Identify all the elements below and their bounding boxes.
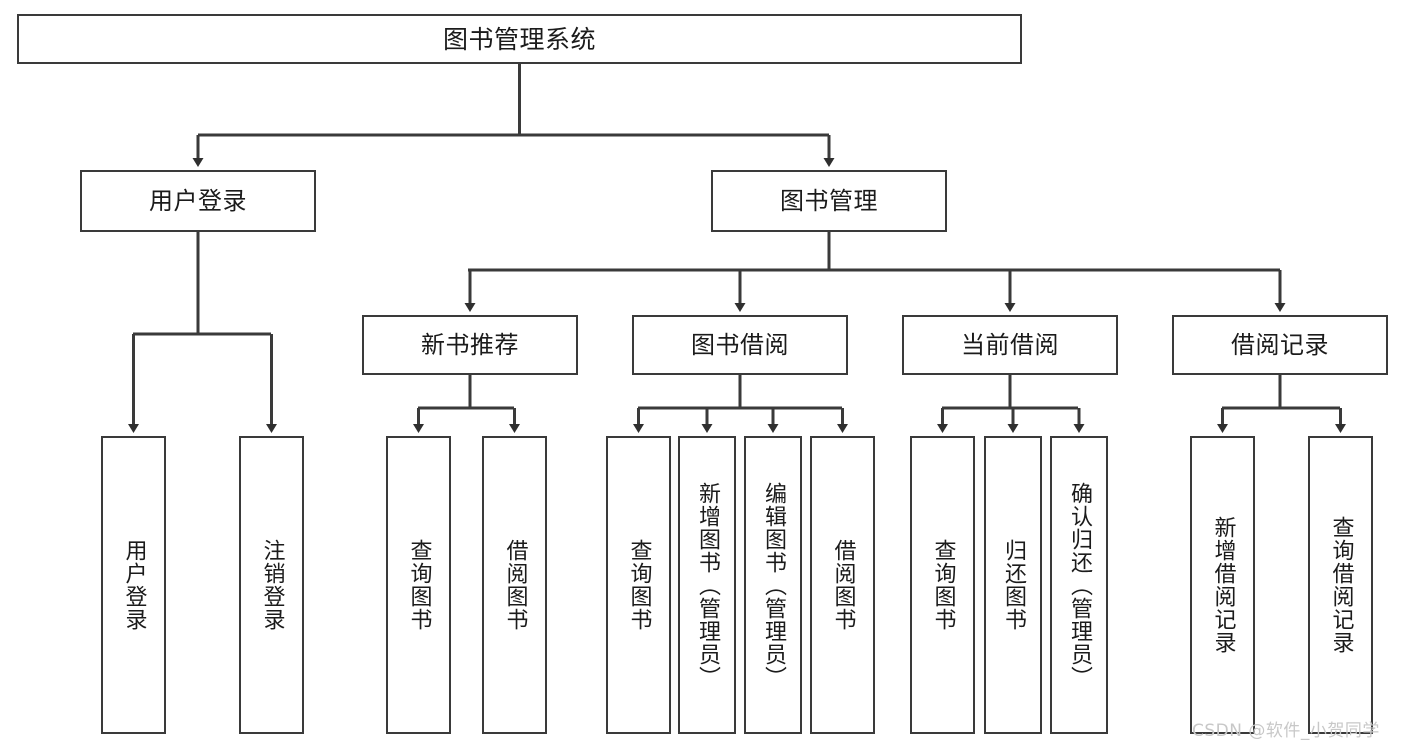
node-l-nb-borrow[interactable]: 借阅图书 xyxy=(482,436,547,734)
node-l-cu-conf[interactable]: 确认归还（管理员） xyxy=(1050,436,1108,734)
node-borrow[interactable]: 图书借阅 xyxy=(632,315,848,375)
node-label: 图书管理系统 xyxy=(442,24,596,54)
node-current[interactable]: 当前借阅 xyxy=(902,315,1118,375)
node-label: 查询图书 xyxy=(930,539,956,631)
node-label: 用户登录 xyxy=(121,539,147,631)
csdn-watermark: CSDN @软件_小贺同学 xyxy=(1192,721,1380,741)
node-root[interactable]: 图书管理系统 xyxy=(17,14,1022,64)
node-label: 注销登录 xyxy=(259,539,285,631)
node-l-logout[interactable]: 注销登录 xyxy=(239,436,304,734)
node-label: 新增借阅记录 xyxy=(1210,516,1236,654)
node-l-bo-add[interactable]: 新增图书（管理员） xyxy=(678,436,736,734)
node-l-nb-query[interactable]: 查询图书 xyxy=(386,436,451,734)
node-l-login[interactable]: 用户登录 xyxy=(101,436,166,734)
node-records[interactable]: 借阅记录 xyxy=(1172,315,1388,375)
node-l-bo-edit[interactable]: 编辑图书（管理员） xyxy=(744,436,802,734)
node-label: 确认归还（管理员） xyxy=(1066,481,1092,689)
node-label: 图书借阅 xyxy=(691,331,789,359)
node-label: 查询借阅记录 xyxy=(1328,516,1354,654)
node-label: 新增图书（管理员） xyxy=(694,481,720,689)
node-label: 新书推荐 xyxy=(421,331,519,359)
node-label: 图书管理 xyxy=(780,187,878,215)
node-label: 借阅记录 xyxy=(1231,331,1329,359)
node-label: 编辑图书（管理员） xyxy=(760,481,786,689)
node-label: 查询图书 xyxy=(406,539,432,631)
node-l-cu-query[interactable]: 查询图书 xyxy=(910,436,975,734)
node-bookmgr[interactable]: 图书管理 xyxy=(711,170,947,232)
node-label: 归还图书 xyxy=(1000,539,1026,631)
node-login[interactable]: 用户登录 xyxy=(80,170,316,232)
node-l-re-add[interactable]: 新增借阅记录 xyxy=(1190,436,1255,734)
node-label: 用户登录 xyxy=(149,187,247,215)
node-l-re-query[interactable]: 查询借阅记录 xyxy=(1308,436,1373,734)
node-label: 当前借阅 xyxy=(961,331,1059,359)
node-l-bo-query[interactable]: 查询图书 xyxy=(606,436,671,734)
node-label: 借阅图书 xyxy=(830,539,856,631)
node-label: 借阅图书 xyxy=(502,539,528,631)
node-label: 查询图书 xyxy=(626,539,652,631)
node-newbook[interactable]: 新书推荐 xyxy=(362,315,578,375)
node-l-bo-lend[interactable]: 借阅图书 xyxy=(810,436,875,734)
node-l-cu-return[interactable]: 归还图书 xyxy=(984,436,1042,734)
